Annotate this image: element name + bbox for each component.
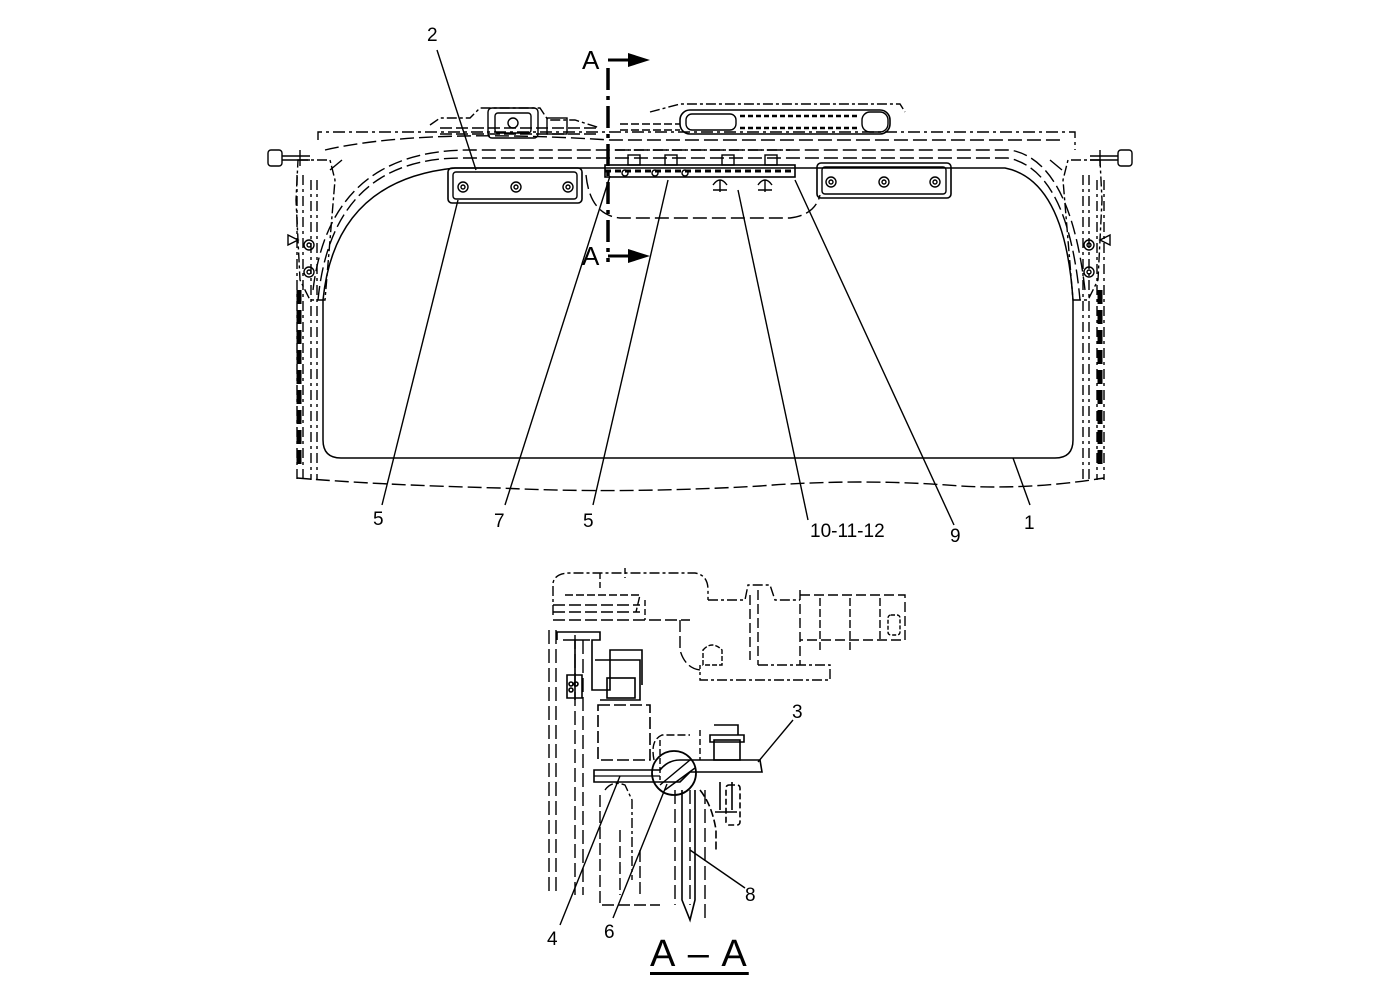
top-mechanism	[429, 103, 906, 139]
break-line	[296, 477, 1105, 492]
leader-9	[794, 179, 955, 526]
leader-8	[689, 849, 746, 889]
frame-outline	[317, 131, 1076, 150]
leader-10-11-12	[737, 189, 809, 521]
callout-10-11-12: 10-11-12	[810, 521, 885, 542]
right-hinge-bracket	[1062, 149, 1133, 301]
callout-1: 1	[1024, 513, 1035, 534]
callout-4: 4	[547, 929, 558, 950]
section-glass	[593, 759, 763, 923]
glass-panel	[322, 167, 1074, 459]
left-post	[296, 175, 318, 480]
callout-2: 2	[427, 25, 438, 46]
leader-2	[436, 49, 477, 171]
section-mark-bottom: A	[582, 241, 600, 271]
callout-9: 9	[950, 526, 961, 547]
front-view	[267, 103, 1133, 492]
left-edge-detail	[329, 159, 1063, 171]
wing-nut-left	[712, 179, 728, 192]
right-hinge-plate	[816, 162, 952, 199]
leader-lines-top	[381, 49, 1031, 526]
right-post	[1082, 175, 1105, 480]
leader-5-mid	[592, 179, 669, 506]
section-bolt	[699, 724, 745, 850]
section-housing	[552, 572, 709, 615]
leader-lines-section	[559, 719, 794, 926]
section-title: A – A	[650, 933, 749, 975]
leader-7	[504, 175, 611, 506]
leader-1	[1012, 457, 1031, 506]
glass-seal-mid	[317, 157, 1081, 301]
callout-3: 3	[792, 702, 803, 723]
section-seal	[556, 631, 651, 761]
leader-6	[612, 783, 668, 919]
callout-5-mid: 5	[583, 511, 594, 532]
callout-8: 8	[745, 885, 756, 906]
leader-5-left	[381, 199, 459, 506]
section-gasket	[651, 734, 697, 796]
callout-5-left: 5	[373, 509, 384, 530]
section-strut	[679, 584, 906, 681]
section-line	[606, 53, 650, 263]
left-hinge-bracket	[267, 149, 336, 301]
section-mark-top: A	[582, 45, 600, 75]
leader-3	[757, 719, 794, 763]
leader-4	[559, 775, 621, 926]
frame-outline-inner	[324, 135, 1060, 151]
callout-7: 7	[494, 511, 505, 532]
wing-nut-right	[757, 179, 773, 192]
section-wall	[548, 630, 584, 895]
center-latch-assembly	[585, 149, 821, 219]
section-view	[548, 568, 906, 923]
left-hinge-plate	[447, 167, 583, 204]
callout-6: 6	[604, 922, 615, 943]
